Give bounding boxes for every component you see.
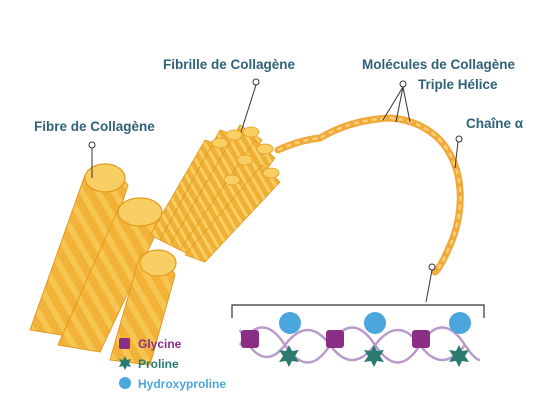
legend-hydroxyproline: Hydroxyproline xyxy=(138,377,227,391)
residue-proline xyxy=(279,345,299,367)
label-molecules: Molécules de Collagène xyxy=(362,57,516,72)
residue-proline xyxy=(364,345,384,367)
residue-hydroxyproline xyxy=(279,312,301,334)
legend-proline: Proline xyxy=(138,357,179,371)
residue-proline xyxy=(449,345,469,367)
square-icon xyxy=(119,338,130,349)
label-alpha-chain: Chaîne α xyxy=(466,116,524,131)
detail-bracket xyxy=(231,304,485,318)
residue-glycine xyxy=(326,330,344,348)
collagen-fibrils xyxy=(149,124,281,263)
star-icon xyxy=(119,356,131,370)
legend-glycine: Glycine xyxy=(138,337,182,351)
collagen-fiber xyxy=(29,163,177,366)
circle-icon xyxy=(119,377,131,389)
residue-hydroxyproline xyxy=(364,312,386,334)
label-triple-helix: Triple Hélice xyxy=(418,77,498,92)
label-fibre: Fibre de Collagène xyxy=(34,119,155,134)
alpha-chain-strand xyxy=(238,328,466,362)
leader-dots xyxy=(88,78,463,271)
leader-lines xyxy=(91,84,459,303)
residue-hydroxyproline xyxy=(449,312,471,334)
residue-glycine xyxy=(241,330,259,348)
triple-helix xyxy=(274,114,464,276)
label-fibrille: Fibrille de Collagène xyxy=(163,57,296,72)
residue-glycine xyxy=(412,330,430,348)
